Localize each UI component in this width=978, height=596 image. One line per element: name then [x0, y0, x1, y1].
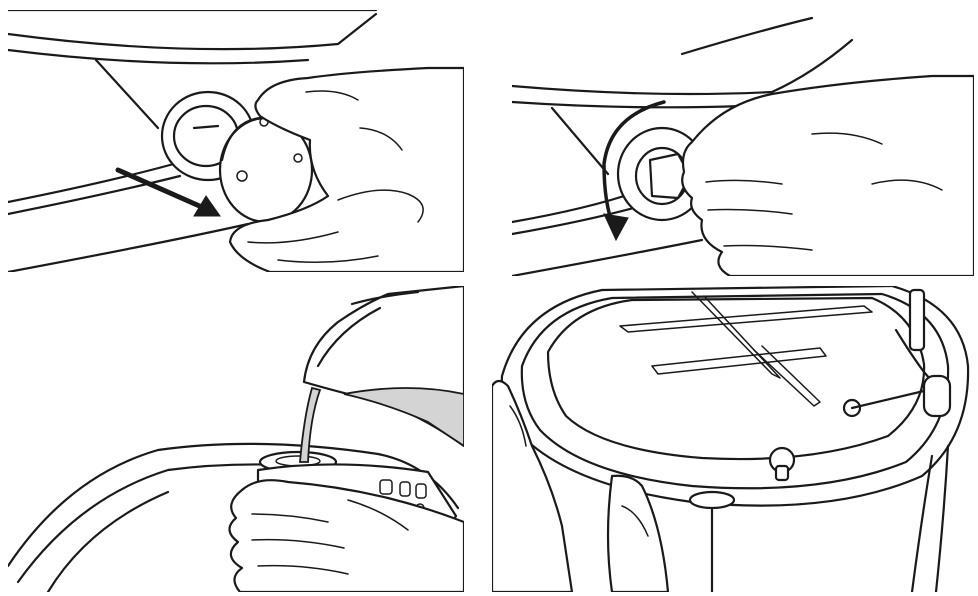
tank-underside-illustration	[492, 286, 970, 592]
panel-tank-underside	[492, 286, 976, 592]
direction-arrow	[115, 167, 207, 211]
turn-knob-illustration	[512, 16, 974, 276]
latch-clip	[922, 374, 952, 418]
hand-shape	[228, 479, 464, 592]
tank-inner-rim	[546, 296, 926, 461]
fingers-shape	[606, 474, 670, 592]
hand-shape	[681, 74, 974, 276]
arrow-head-icon	[193, 195, 221, 217]
panel-pour-liquid	[8, 286, 464, 592]
tank-rim	[500, 286, 970, 507]
panel-remove-cap	[8, 10, 464, 272]
arrow-head-icon	[603, 213, 629, 242]
remove-cap-illustration	[8, 10, 464, 272]
panel-turn-knob	[512, 14, 974, 276]
hand-shape	[228, 66, 464, 272]
drain-spout	[688, 490, 736, 510]
pour-liquid-illustration	[8, 286, 464, 592]
liquid-stream	[299, 386, 322, 463]
latch-rod	[908, 288, 926, 352]
left-hand-shape	[492, 379, 574, 592]
rotation-arrow	[602, 100, 666, 230]
jug-liquid	[343, 387, 464, 448]
